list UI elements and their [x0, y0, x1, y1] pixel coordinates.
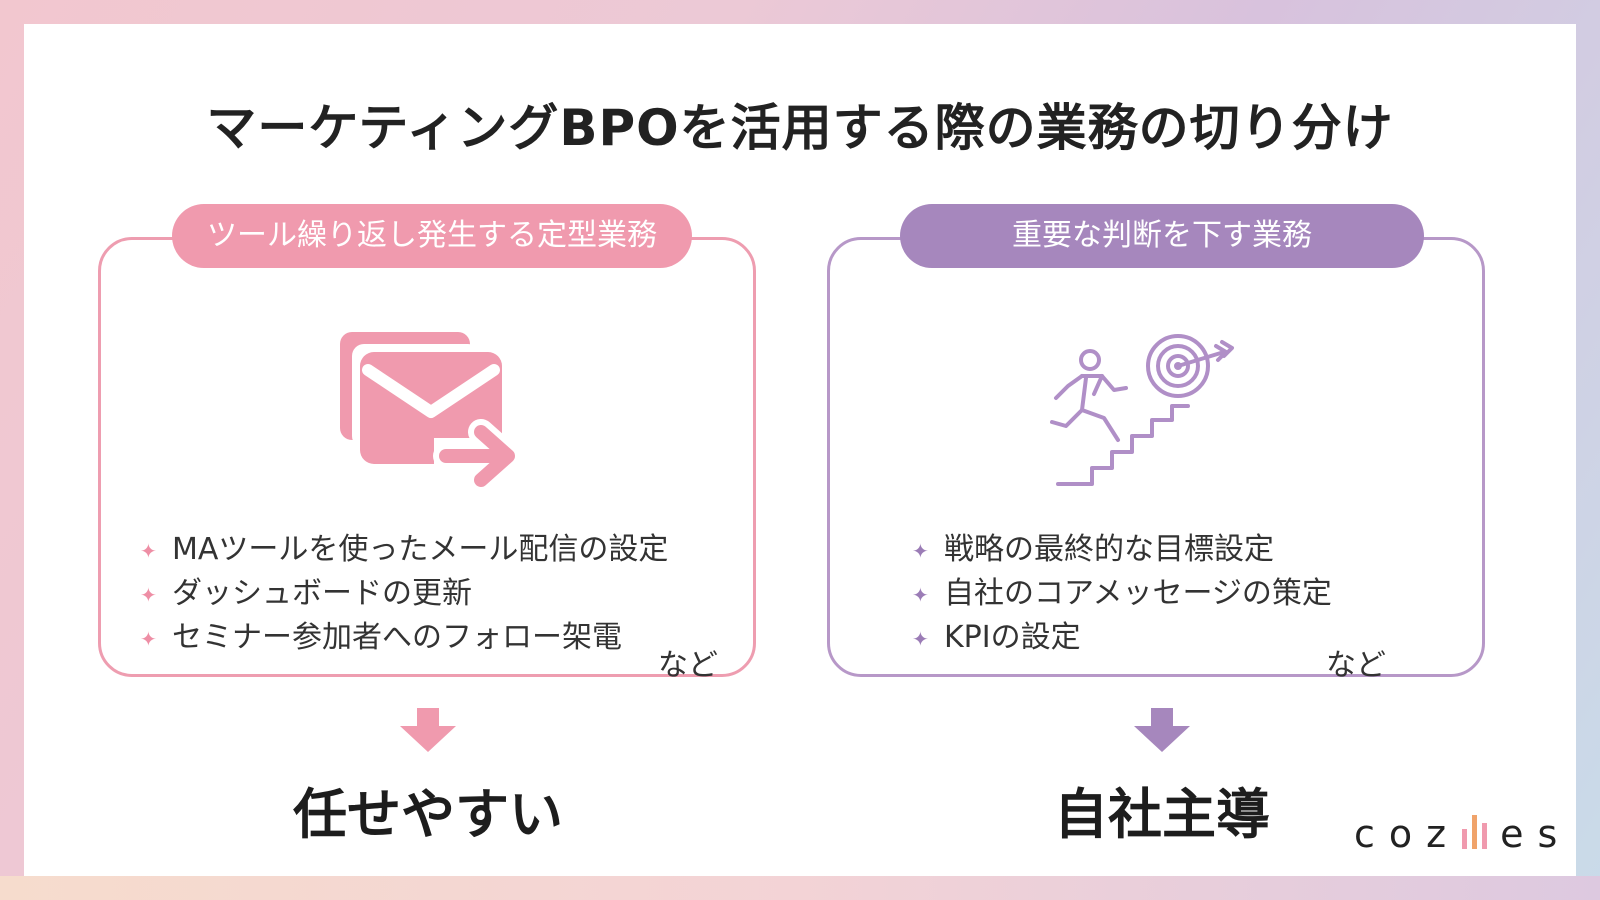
- list-item: ✦ダッシュボードの更新: [140, 572, 668, 616]
- right-result: 自社主導: [1054, 783, 1270, 846]
- left-result: 任せやすい: [293, 783, 563, 846]
- sparkle-icon: ✦: [140, 538, 157, 563]
- page-title: マーケティングBPOを活用する際の業務の切り分け: [206, 99, 1394, 157]
- gradient-band: [0, 876, 1600, 900]
- sparkle-icon: ✦: [912, 582, 929, 607]
- left-down-arrow-icon: [400, 708, 456, 756]
- sparkle-icon: ✦: [140, 626, 157, 651]
- logo-bars-icon: [1462, 815, 1488, 849]
- right-panel: [827, 237, 1485, 677]
- list-item: ✦自社のコアメッセージの策定: [912, 572, 1332, 616]
- left-panel-label: ツール繰り返し発生する定型業務: [172, 204, 692, 268]
- list-item: ✦KPIの設定: [912, 616, 1332, 660]
- right-panel-label: 重要な判断を下す業務: [900, 204, 1424, 268]
- list-item: ✦戦略の最終的な目標設定: [912, 528, 1332, 572]
- list-item: ✦セミナー参加者へのフォロー架電: [140, 616, 668, 660]
- sparkle-icon: ✦: [912, 538, 929, 563]
- sparkle-icon: ✦: [140, 582, 157, 607]
- right-etc-label: など: [1326, 648, 1386, 683]
- right-down-arrow-icon: [1134, 708, 1190, 756]
- left-task-list: ✦MAツールを使ったメール配信の設定 ✦ダッシュボードの更新 ✦セミナー参加者へ…: [140, 528, 668, 660]
- sparkle-icon: ✦: [912, 626, 929, 651]
- email-forward-icon: [338, 328, 521, 497]
- list-item: ✦MAツールを使ったメール配信の設定: [140, 528, 668, 572]
- cozies-logo: coz es: [1354, 812, 1572, 856]
- left-etc-label: など: [658, 648, 718, 683]
- climb-to-target-icon: [1042, 328, 1242, 497]
- right-task-list: ✦戦略の最終的な目標設定 ✦自社のコアメッセージの策定 ✦KPIの設定: [912, 528, 1332, 660]
